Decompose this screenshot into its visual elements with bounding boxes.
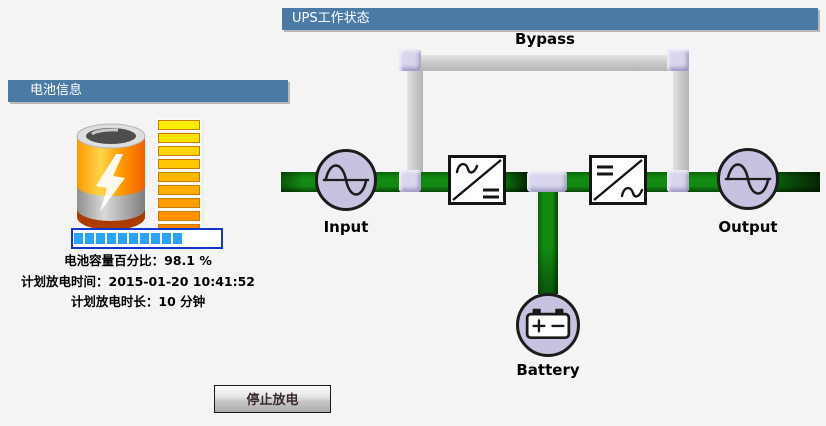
power-line-fade-left	[281, 172, 303, 192]
power-line-fade-mid	[506, 172, 530, 192]
bypass-corner-top-right	[667, 49, 689, 71]
battery-level-bar	[158, 172, 200, 182]
bypass-corner-top-left	[399, 49, 421, 71]
battery-power-line	[538, 190, 558, 294]
battery-node	[516, 293, 580, 357]
bypass-pipe-right	[673, 68, 689, 174]
stop-discharge-button[interactable]: 停止放电	[214, 385, 331, 413]
output-label: Output	[718, 218, 778, 236]
battery-symbol-icon	[525, 308, 571, 340]
progress-segment	[96, 233, 105, 244]
bypass-pipe-left	[407, 68, 423, 174]
discharge-time-line: 计划放电时间：2015-01-20 10:41:52	[21, 273, 255, 289]
battery-capacity-line: 电池容量百分比：98.1 %	[64, 253, 212, 268]
battery-level-bar	[158, 133, 200, 143]
input-node	[315, 149, 377, 211]
battery-label: Battery	[516, 361, 580, 379]
progress-segment	[151, 233, 160, 244]
ac-sine-icon	[724, 163, 772, 195]
bypass-label: Bypass	[515, 30, 575, 48]
battery-level-bar	[158, 211, 200, 221]
ac-dc-converter-icon	[452, 159, 502, 201]
progress-segment	[85, 233, 94, 244]
progress-segment	[74, 233, 83, 244]
bypass-tap-left	[399, 170, 421, 192]
progress-segment	[140, 233, 149, 244]
discharge-duration-line: 计划放电时长：10 分钟	[70, 294, 206, 309]
battery-info-text: 电池容量百分比：98.1 % 计划放电时间：2015-01-20 10:41:5…	[0, 251, 276, 313]
progress-segment	[107, 233, 116, 244]
battery-level-bar	[158, 120, 200, 130]
battery-tap-connector	[527, 171, 567, 192]
progress-segment	[118, 233, 127, 244]
power-line-fade-right	[777, 172, 820, 192]
progress-segment	[129, 233, 138, 244]
battery-icon	[76, 123, 146, 230]
battery-level-bar	[158, 198, 200, 208]
output-node	[717, 148, 779, 210]
bypass-tap-right	[667, 170, 689, 192]
battery-level-bar	[158, 159, 200, 169]
rectifier-node	[448, 155, 506, 205]
battery-progress-track	[74, 233, 184, 244]
inverter-node	[589, 155, 647, 205]
progress-segment	[162, 233, 171, 244]
dc-ac-converter-icon	[593, 159, 644, 201]
ups-status-header: UPS工作状态	[282, 8, 818, 30]
battery-info-header: 电池信息	[8, 80, 288, 102]
battery-progress-bar	[71, 228, 223, 249]
bypass-pipe-top	[410, 55, 682, 71]
progress-segment	[173, 233, 182, 244]
lightning-bolt-icon	[96, 154, 125, 212]
ac-sine-icon	[322, 164, 370, 196]
battery-level-bar	[158, 185, 200, 195]
input-label: Input	[323, 218, 369, 236]
battery-level-bar	[158, 146, 200, 156]
